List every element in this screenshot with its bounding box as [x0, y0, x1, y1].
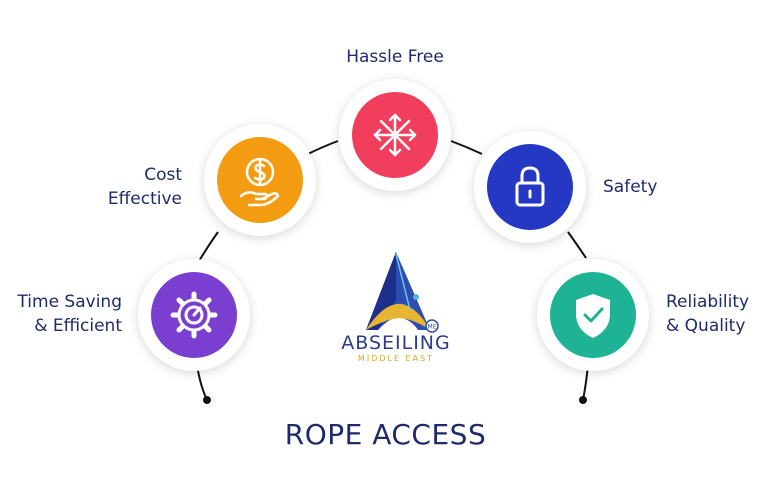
arc-end-dot-right: [579, 396, 587, 404]
page-title: ROPE ACCESS: [284, 418, 487, 451]
feature-time-node: [138, 259, 250, 371]
feature-hassle-node: [339, 79, 451, 191]
label-time-line1: Time Saving: [17, 292, 122, 312]
label-hassle-line1: Hassle Free: [346, 47, 444, 67]
logo-name: ABSEILING: [341, 332, 451, 354]
label-cost-line2: Effective: [107, 189, 182, 209]
feature-safety-node: [474, 131, 586, 243]
feature-cost-node: [204, 124, 316, 236]
logo-badge-text: ME: [428, 324, 437, 331]
label-reliability-line1: Reliability: [666, 292, 750, 312]
label-time: Time Saving & Efficient: [2, 290, 122, 338]
label-reliability-line2: & Quality: [666, 316, 746, 336]
arc-end-dot-left: [203, 396, 211, 404]
label-cost-line1: Cost: [144, 165, 182, 185]
padlock-icon: [515, 166, 545, 207]
logo-badge: [425, 319, 439, 333]
logo-subtitle: MIDDLE EAST: [357, 354, 435, 363]
label-hassle: Hassle Free: [320, 45, 470, 69]
feature-safety-circle: [487, 144, 573, 230]
label-time-line2: & Efficient: [34, 316, 122, 336]
shield-check-icon: [576, 294, 610, 338]
dollar-hand-icon: [239, 157, 280, 207]
label-cost: Cost Effective: [80, 163, 182, 211]
abseiling-logo: [366, 252, 439, 333]
label-safety: Safety: [603, 175, 703, 199]
feature-reliability-node: [537, 259, 649, 371]
gear-gauge-icon: [170, 291, 218, 339]
expand-arrows-icon: [373, 113, 417, 157]
label-safety-line1: Safety: [603, 177, 658, 197]
label-reliability: Reliability & Quality: [666, 290, 766, 338]
